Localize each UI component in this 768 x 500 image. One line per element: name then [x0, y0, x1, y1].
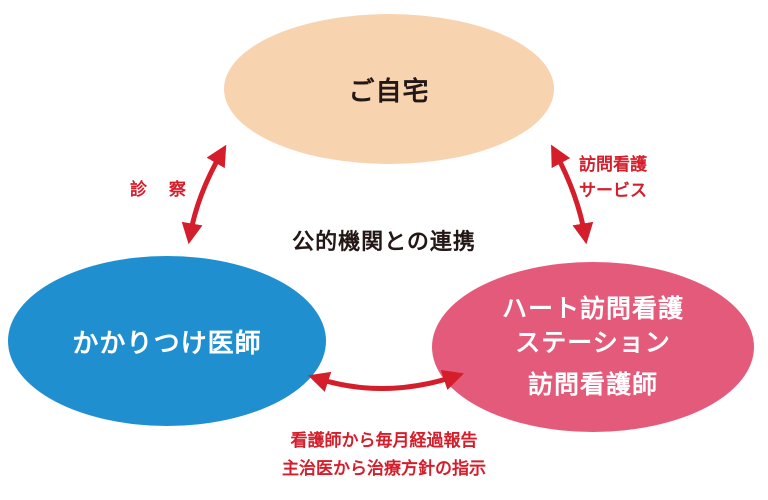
edge-label-examination: 診 察 [130, 180, 194, 200]
edge-label-report-instruction: 看護師から毎月経過報告 主治医から治療方針の指示 [200, 427, 568, 483]
arrow-doctor-station [308, 370, 464, 392]
doctor-node: かかりつけ医師 [8, 256, 326, 426]
station-label-line2: ステーション [515, 328, 671, 357]
home-label: ご自宅 [348, 76, 430, 107]
edge-label-visiting-nursing-line2: サービス [579, 181, 647, 201]
station-label-line3: 訪問看護師 [527, 370, 658, 399]
home-node: ご自宅 [224, 14, 554, 164]
edge-label-report-line2: 主治医から治療方針の指示 [282, 459, 486, 479]
center-title: 公的機関との連携 [292, 230, 476, 255]
edge-label-visiting-nursing-line1: 訪問看護 [579, 155, 647, 175]
station-label-line1: ハート訪問看護 [501, 294, 684, 323]
station-node: ハート訪問看護 ステーション 訪問看護師 [432, 262, 754, 432]
edge-label-report-line1: 看護師から毎月経過報告 [290, 431, 478, 451]
edge-label-visiting-nursing: 訪問看護 サービス [579, 152, 647, 204]
arrow-doctor-home [181, 144, 227, 245]
doctor-label: かかりつけ医師 [72, 328, 262, 359]
